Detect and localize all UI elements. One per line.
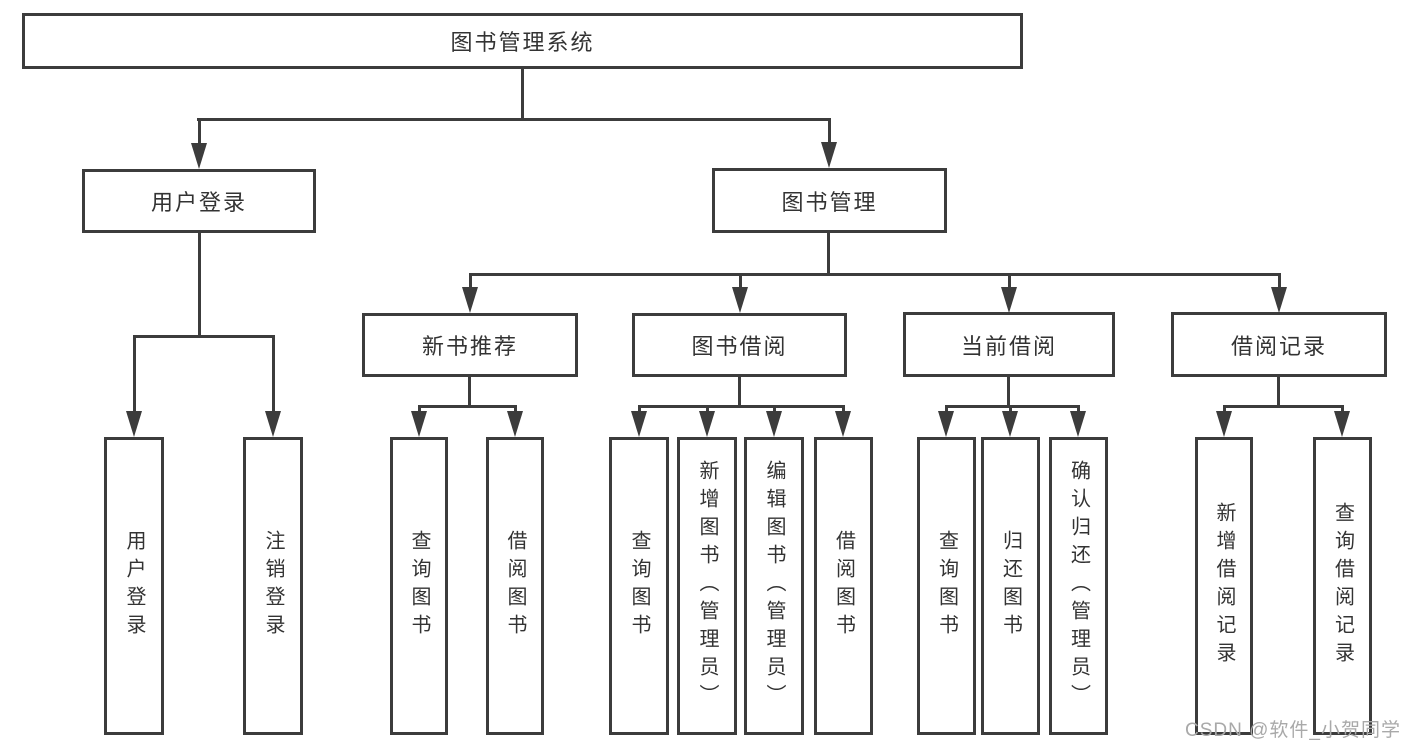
connector-leaf-stem <box>842 405 845 411</box>
connector-leaf-stem <box>706 405 709 411</box>
connector-leaf-stem <box>1077 405 1080 411</box>
arrowhead-to-book-mgmt <box>821 142 837 168</box>
connector-records-stem <box>1277 377 1280 405</box>
connector-to-leaf-logout-stem <box>272 335 275 411</box>
arrowhead-to-leaf <box>631 411 647 437</box>
connector-current-rail <box>945 405 1079 408</box>
connector-leaf-stem <box>773 405 776 411</box>
connector-records-rail <box>1223 405 1343 408</box>
leaf-label: 注销登录 <box>262 530 284 642</box>
arrowhead-to-leaf <box>938 411 954 437</box>
leaf-label: 查询图书 <box>628 530 650 642</box>
connector-leaf-stem <box>1223 405 1226 411</box>
node-book-borrowing: 图书借阅 <box>632 313 847 377</box>
arrowhead-to-records <box>1271 287 1287 313</box>
leaf-borrow-books-recommend: 借阅图书 <box>486 437 544 735</box>
arrowhead-to-leaf <box>1334 411 1350 437</box>
leaf-add-books-admin: 新增图书（管理员） <box>677 437 737 735</box>
leaf-label: 用户登录 <box>123 530 145 642</box>
connector-to-records-stem <box>1278 273 1281 287</box>
arrowhead-to-leaf <box>411 411 427 437</box>
connector-new-book-stem <box>468 377 471 405</box>
leaf-label: 借阅图书 <box>504 530 526 642</box>
node-book-management: 图书管理 <box>712 168 947 233</box>
arrowhead-to-leaf <box>1216 411 1232 437</box>
connector-leaf-stem <box>945 405 948 411</box>
node-label: 图书管理 <box>781 189 878 215</box>
node-label: 用户登录 <box>150 190 247 215</box>
connector-leaf-stem <box>1009 405 1012 411</box>
connector-user-login-stem <box>198 233 201 335</box>
leaf-query-books-current: 查询图书 <box>917 437 976 735</box>
connector-to-borrow-stem <box>739 273 742 287</box>
leaf-label: 查询借阅记录 <box>1331 502 1354 670</box>
node-current-borrowing: 当前借阅 <box>903 312 1115 377</box>
arrowhead-to-leaf-logout <box>265 411 281 437</box>
arrowhead-to-leaf <box>699 411 715 437</box>
connector-leaf-stem <box>514 405 517 411</box>
arrowhead-to-leaf-login <box>126 411 142 437</box>
leaf-label: 查询图书 <box>935 530 958 642</box>
leaf-label: 新增图书（管理员） <box>696 460 718 712</box>
leaf-return-books: 归还图书 <box>981 437 1040 735</box>
leaf-query-borrow-record: 查询借阅记录 <box>1313 437 1372 735</box>
node-label: 图书管理系统 <box>450 30 595 55</box>
connector-leaf-stem <box>418 405 421 411</box>
connector-to-user-login-stem <box>198 118 201 143</box>
leaf-label: 新增借阅记录 <box>1213 502 1235 670</box>
leaf-add-borrow-record: 新增借阅记录 <box>1195 437 1253 735</box>
arrowhead-to-current <box>1001 287 1017 313</box>
csdn-watermark: CSDN @软件_小贺同学 <box>1185 720 1401 741</box>
leaf-label: 归还图书 <box>999 530 1022 642</box>
connector-to-new-book-stem <box>469 273 472 287</box>
leaf-query-books-recommend: 查询图书 <box>390 437 448 735</box>
leaf-query-books-borrow: 查询图书 <box>609 437 669 735</box>
arrowhead-to-leaf <box>1002 411 1018 437</box>
connector-new-book-rail <box>418 405 516 408</box>
connector-user-login-rail <box>133 335 274 338</box>
connector-to-book-mgmt-stem <box>828 118 831 142</box>
connector-borrow-rail <box>638 405 844 408</box>
leaf-label: 确认归还（管理员） <box>1067 460 1090 712</box>
leaf-borrow-books: 借阅图书 <box>814 437 873 735</box>
node-borrowing-records: 借阅记录 <box>1171 312 1387 377</box>
connector-current-stem <box>1007 377 1010 405</box>
connector-leaf-stem <box>638 405 641 411</box>
connector-to-current-stem <box>1008 273 1011 287</box>
node-library-management-system: 图书管理系统 <box>22 13 1023 69</box>
arrowhead-to-new-book <box>462 287 478 313</box>
connector-root-stem <box>521 69 524 118</box>
leaf-label: 查询图书 <box>408 530 430 642</box>
leaf-confirm-return-admin: 确认归还（管理员） <box>1049 437 1108 735</box>
arrowhead-to-leaf <box>835 411 851 437</box>
node-label: 图书借阅 <box>691 334 788 359</box>
arrowhead-to-leaf <box>766 411 782 437</box>
leaf-edit-books-admin: 编辑图书（管理员） <box>744 437 804 735</box>
node-label: 当前借阅 <box>960 333 1057 359</box>
arrowhead-to-leaf <box>507 411 523 437</box>
arrowhead-to-user-login <box>191 143 207 169</box>
leaf-label: 借阅图书 <box>832 530 855 642</box>
node-user-login: 用户登录 <box>82 169 316 233</box>
leaf-user-login: 用户登录 <box>104 437 164 735</box>
connector-book-mgmt-stem <box>827 233 830 273</box>
arrowhead-to-borrow <box>732 287 748 313</box>
connector-borrow-stem <box>738 377 741 405</box>
node-new-book-recommend: 新书推荐 <box>362 313 578 377</box>
connector-book-mgmt-rail <box>469 273 1280 276</box>
leaf-label: 编辑图书（管理员） <box>763 460 785 712</box>
leaf-logout: 注销登录 <box>243 437 303 735</box>
arrowhead-to-leaf <box>1070 411 1086 437</box>
connector-leaf-stem <box>1341 405 1344 411</box>
connector-root-rail <box>197 118 831 121</box>
node-label: 新书推荐 <box>421 334 518 359</box>
connector-to-leaf-login-stem <box>133 335 136 411</box>
node-label: 借阅记录 <box>1230 333 1327 359</box>
